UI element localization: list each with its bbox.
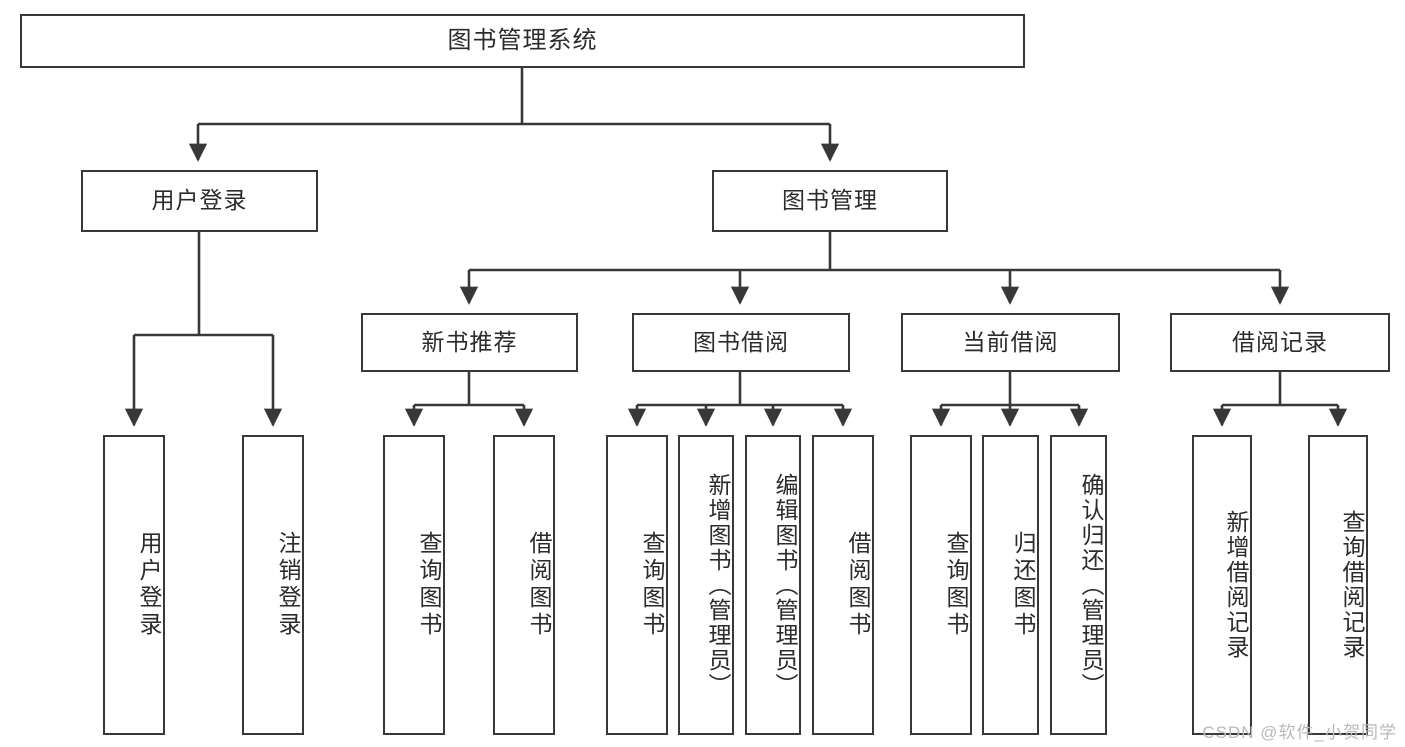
node-leaf-borrow-book-2[interactable]: 借阅图书 xyxy=(812,435,874,735)
node-label: 借阅图书 xyxy=(526,531,552,639)
watermark: CSDN @软件_小贺同学 xyxy=(1202,723,1397,742)
node-label: 归还图书 xyxy=(1010,531,1036,639)
node-leaf-query-book-3[interactable]: 查询图书 xyxy=(910,435,972,735)
node-borrow-record[interactable]: 借阅记录 xyxy=(1170,313,1390,372)
node-label: 用户登录 xyxy=(151,187,248,214)
node-label: 图书借阅 xyxy=(693,328,789,355)
node-book-borrow[interactable]: 图书借阅 xyxy=(632,313,850,372)
node-leaf-query-book-2[interactable]: 查询图书 xyxy=(606,435,668,735)
node-leaf-add-borrow-record[interactable]: 新增借阅记录 xyxy=(1192,435,1252,735)
node-leaf-confirm-return[interactable]: 确认归还（管理员） xyxy=(1050,435,1107,735)
node-leaf-add-book[interactable]: 新增图书（管理员） xyxy=(678,435,734,735)
node-label: 借阅图书 xyxy=(845,531,871,639)
node-label: 注销登录 xyxy=(275,531,301,639)
node-label: 查询图书 xyxy=(943,531,969,639)
node-leaf-user-logout[interactable]: 注销登录 xyxy=(242,435,304,735)
node-label: 查询借阅记录 xyxy=(1339,510,1365,660)
node-label: 新增图书（管理员） xyxy=(705,472,731,698)
node-label: 借阅记录 xyxy=(1232,328,1328,355)
node-label: 新增借阅记录 xyxy=(1223,510,1249,660)
node-label: 编辑图书（管理员） xyxy=(772,472,798,698)
node-label: 图书管理 xyxy=(782,187,878,214)
node-label: 确认归还（管理员） xyxy=(1078,472,1104,698)
node-book-manage[interactable]: 图书管理 xyxy=(712,170,948,232)
node-leaf-return-book[interactable]: 归还图书 xyxy=(982,435,1039,735)
node-user-login[interactable]: 用户登录 xyxy=(81,170,318,232)
node-label: 新书推荐 xyxy=(421,328,518,355)
node-label: 图书管理系统 xyxy=(447,26,598,54)
node-leaf-query-book-1[interactable]: 查询图书 xyxy=(383,435,445,735)
node-label: 查询图书 xyxy=(416,531,442,639)
node-label: 查询图书 xyxy=(639,531,665,639)
node-leaf-edit-book[interactable]: 编辑图书（管理员） xyxy=(745,435,801,735)
node-root-system[interactable]: 图书管理系统 xyxy=(20,14,1025,68)
node-label: 用户登录 xyxy=(136,531,162,639)
node-current-borrow[interactable]: 当前借阅 xyxy=(901,313,1120,372)
node-leaf-user-login[interactable]: 用户登录 xyxy=(103,435,165,735)
node-leaf-borrow-book-1[interactable]: 借阅图书 xyxy=(493,435,555,735)
node-new-book-recommend[interactable]: 新书推荐 xyxy=(361,313,578,372)
node-label: 当前借阅 xyxy=(962,328,1059,355)
node-leaf-query-borrow-record[interactable]: 查询借阅记录 xyxy=(1308,435,1368,735)
